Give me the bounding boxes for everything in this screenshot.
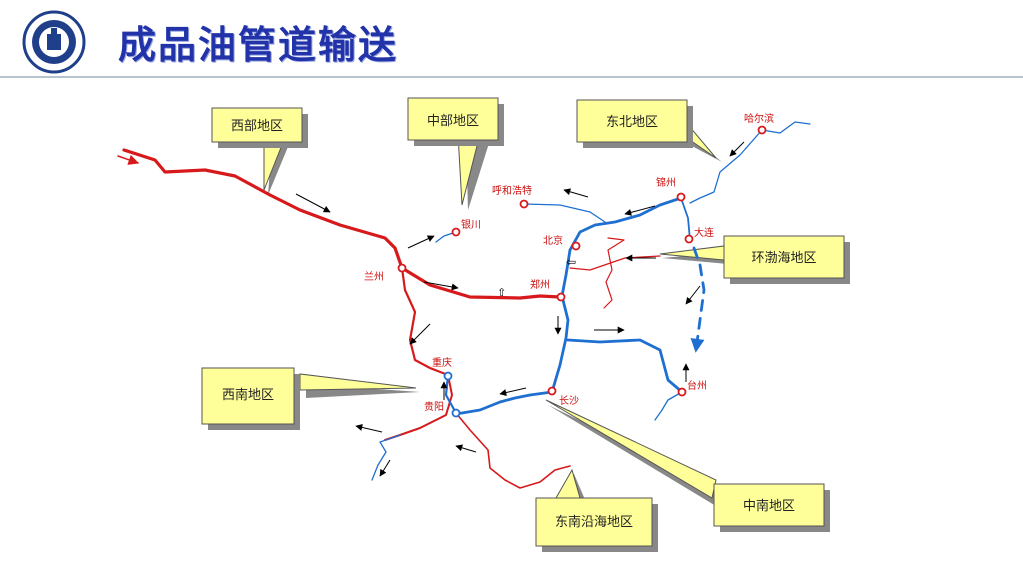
city-label-hohhot: 呼和浩特 [492,185,532,197]
callout-label-southcentral: 中南地区 [743,498,795,514]
city-marker-changsha [547,386,557,396]
city-label-taizhou: 台州 [687,379,707,392]
city-marker-lanzhou [397,263,407,273]
city-marker-beijing [571,241,581,251]
callout-label-west: 西部地区 [231,119,283,134]
city-marker-taizhou [677,387,687,397]
city-label-beijing: 北京 [543,234,563,247]
callout-southeast: 东南沿海地区 [535,468,658,552]
callout-label-bohai: 环渤海地区 [751,250,816,266]
university-seal-icon [22,10,86,74]
city-marker-yinchuan [451,227,461,237]
city-labels: 哈尔滨 锦州 呼和浩特 银川 北京 大连 兰州 郑州 重庆 贵阳 长沙 台州 [364,112,774,413]
callout-central: 中部地区 [407,97,504,210]
header: 成品油管道输送 [0,0,1023,78]
callout-northeast: 东北地区 [576,99,722,162]
city-marker-hohhot [519,199,529,209]
city-marker-guiyang [451,408,461,418]
city-label-lanzhou: 兰州 [364,270,384,283]
city-label-guiyang: 贵阳 [424,400,444,413]
city-label-jinzhou: 锦州 [656,176,676,189]
city-marker-dalian [684,234,694,244]
city-marker-jinzhou [676,192,686,202]
page-title: 成品油管道输送 [118,23,399,67]
city-label-dalian: 大连 [694,226,714,239]
city-label-zhengzhou: 郑州 [530,278,550,291]
city-marker-harbin [757,125,767,135]
callout-label-central: 中部地区 [427,114,479,129]
city-label-yinchuan: 银川 [461,218,481,231]
city-label-chongqing: 重庆 [432,356,452,369]
pipeline-map: 西部地区 中部地区 东北地区 环渤海地区 西南地区 中南地区 [117,97,850,552]
city-marker-chongqing [443,371,453,381]
flow-arrows [295,141,745,477]
callout-southwest: 西南地区 [201,367,420,430]
callout-label-southeast: 东南沿海地区 [555,514,633,530]
hollow-arrow-up-icon: ⇧ [497,286,506,299]
hollow-arrow-left-icon: ⇦ [566,255,576,269]
callout-west: 西部地区 [211,107,308,195]
callout-label-southwest: 西南地区 [222,387,274,403]
city-markers-blue [443,371,461,418]
city-markers [397,125,767,397]
callout-southcentral: 中南地区 [545,399,830,532]
city-label-changsha: 长沙 [559,395,579,407]
blue-pipelines [371,121,811,481]
red-pipelines [117,148,661,489]
city-label-harbin: 哈尔滨 [744,112,774,125]
callout-label-northeast: 东北地区 [606,115,658,130]
city-marker-zhengzhou [556,292,566,302]
header-divider [0,76,1023,78]
callout-bohai: 环渤海地区 [659,235,850,284]
